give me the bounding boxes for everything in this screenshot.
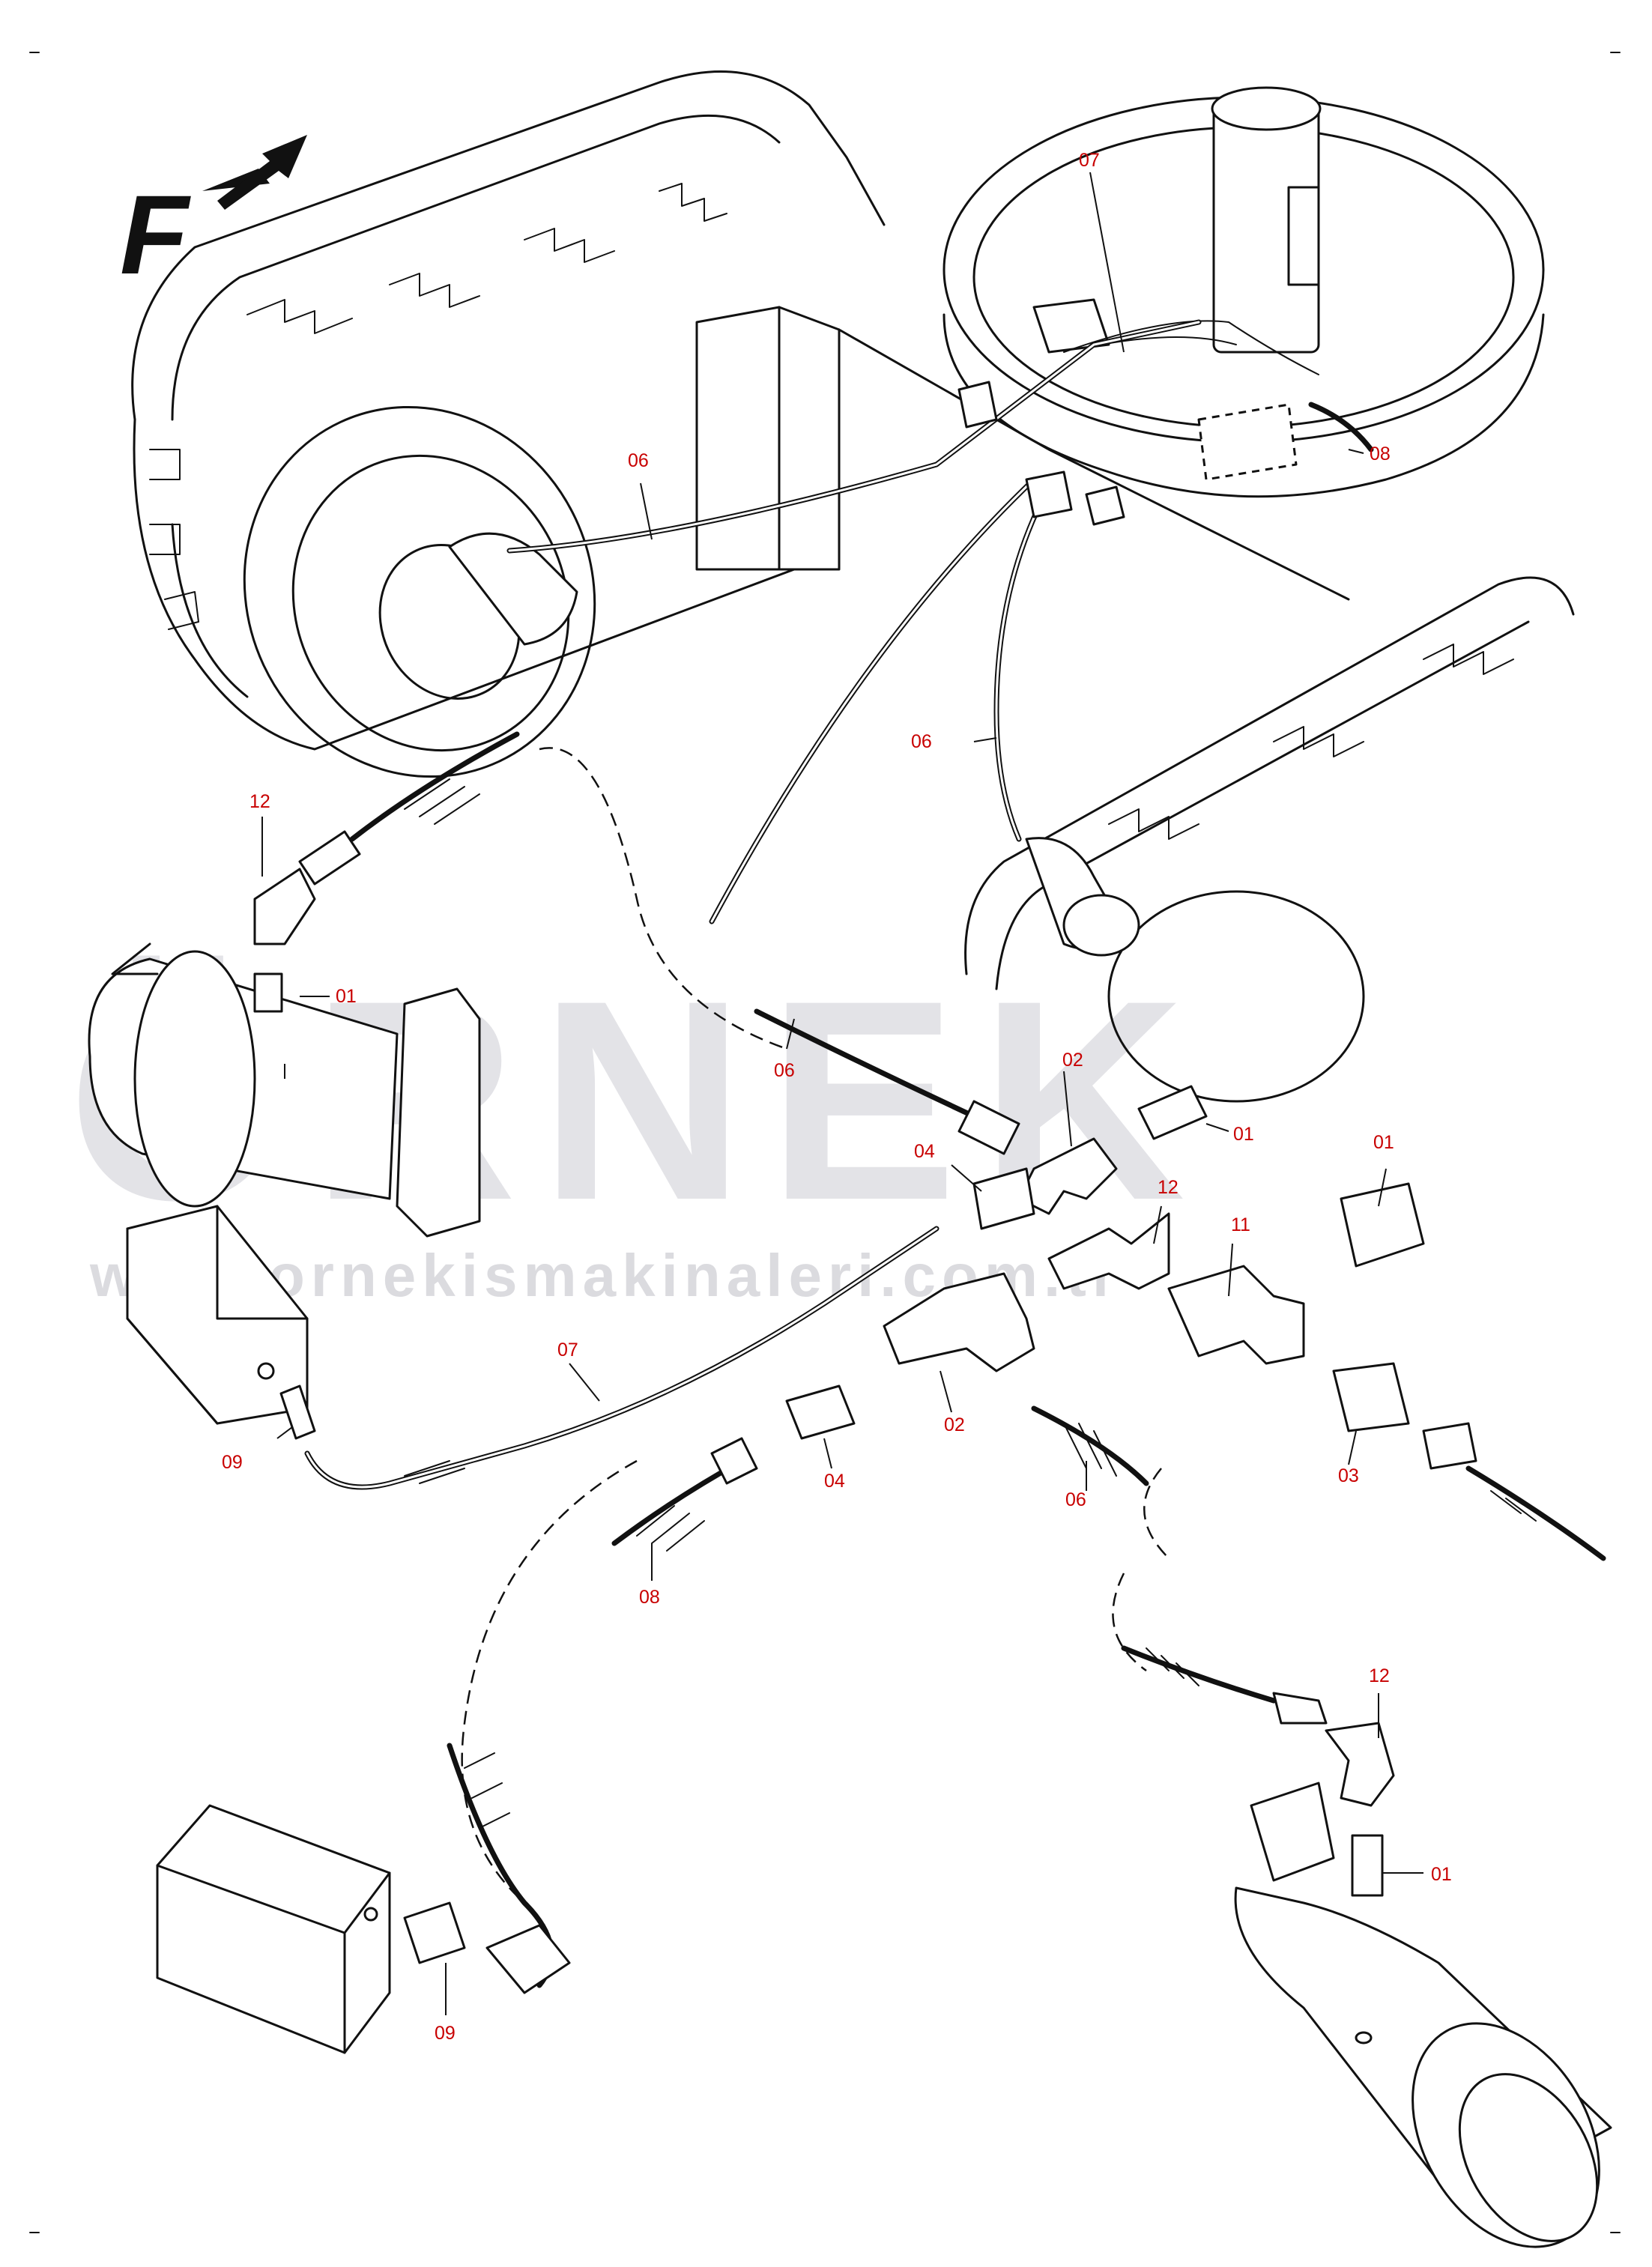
elbow-12-low [1325,1722,1395,1807]
left-motor-group [88,731,520,1238]
right-motor-group [1121,1645,1612,2248]
fitting-01-mid [1137,1085,1208,1140]
callout-06-top: 06 [628,450,649,471]
callout-01-right: 01 [1373,1132,1394,1153]
callout-12-low: 12 [1369,1665,1390,1686]
fitting-04-mid [972,1167,1035,1230]
fitting-01-right [1340,1182,1425,1268]
callout-11: 11 [1231,1214,1250,1235]
callout-02-mid: 02 [1062,1050,1083,1071]
fitting-09-bottom [403,1901,466,1964]
callouts: 07 08 06 06 12 01 06 02 01 04 12 01 11 0… [222,150,1452,2044]
callout-12-mid: 12 [1158,1177,1179,1198]
left-valve-block-group [126,1205,940,1490]
callout-12-left: 12 [249,791,270,812]
callout-08-low: 08 [639,1587,660,1608]
callout-07-top: 07 [1079,150,1100,171]
tee-11 [1167,1265,1305,1365]
right-track-assembly [964,576,1575,1103]
callout-01-left: 01 [336,986,357,1007]
callout-03: 03 [1338,1465,1359,1486]
direction-label: F [120,172,191,297]
arrow-up-right-icon [202,135,307,210]
callout-09-left: 09 [222,1452,243,1473]
bottom-valve-block-group [156,1743,571,2054]
lower-hoses [611,1405,1606,1561]
elbow-12-left [253,868,316,945]
callout-06-right: 06 [911,731,932,752]
leader-lines [261,172,1423,2015]
routing-dashes [461,747,1170,1904]
callout-06-mid: 06 [774,1060,795,1081]
direction-marker: F [120,135,307,297]
fitting-04-low [785,1384,856,1440]
callout-04-low: 04 [824,1471,845,1492]
callout-07-mid: 07 [557,1340,578,1360]
fitting-01-left [253,972,283,1013]
elbow-12-mid [1047,1212,1170,1290]
fitting-09-left [279,1384,316,1440]
callout-06-low: 06 [1065,1489,1086,1510]
callout-09-bottom: 09 [435,2023,456,2044]
callout-08-top: 08 [1370,444,1391,464]
upper-hose-routing [506,319,1374,924]
center-fittings [754,1008,1477,1470]
registration-marks [29,52,1621,2233]
left-track-assembly [131,70,1350,778]
fitting-01-low [1351,1834,1384,1897]
callout-04-mid: 04 [914,1141,935,1162]
callout-01-mid: 01 [1233,1124,1254,1145]
valve-block-lower [156,1804,391,2054]
swing-bearing-assembly [943,86,1545,498]
callout-01-low: 01 [1431,1864,1452,1885]
fitting-03 [1332,1362,1410,1432]
callout-02-low: 02 [944,1414,965,1435]
tee-02-low [883,1272,1035,1372]
